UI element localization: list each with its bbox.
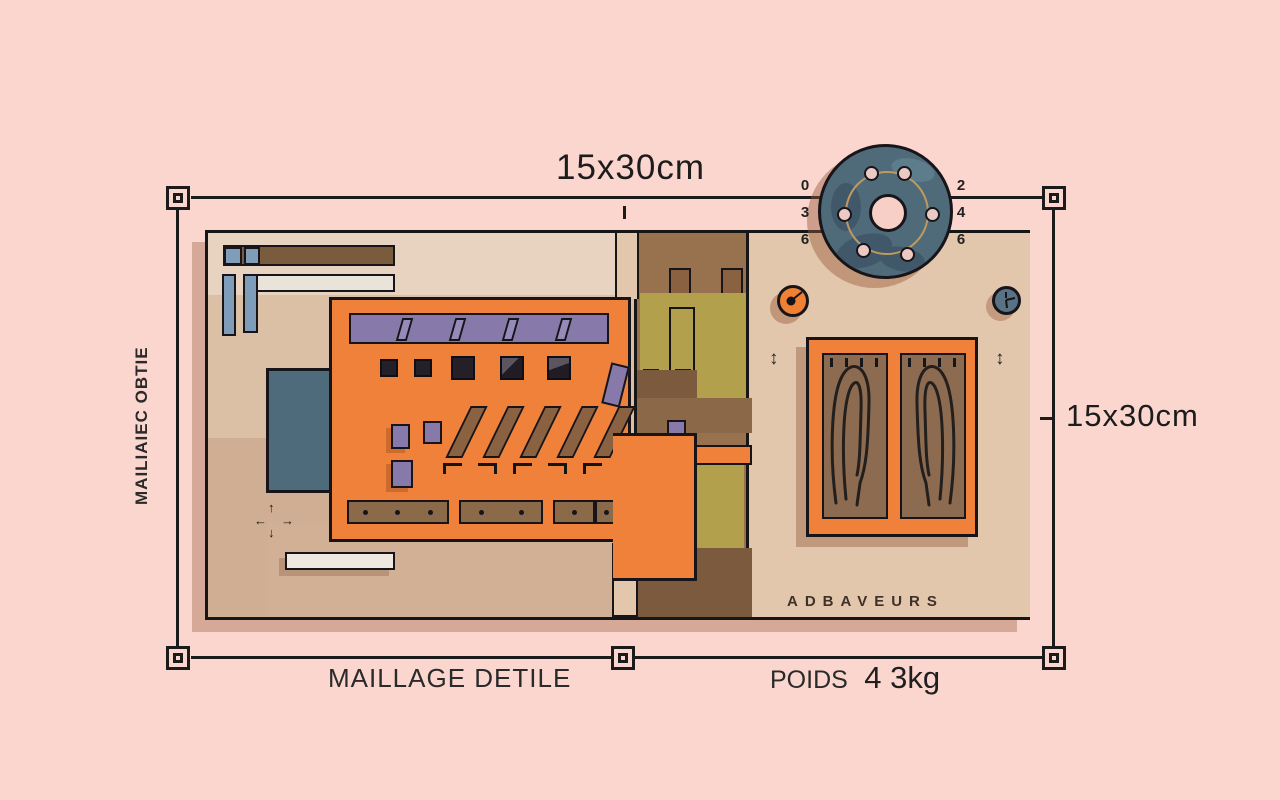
board: ADBAVEURS ↕ ↕ [205, 230, 1030, 620]
orange-plate [329, 297, 636, 542]
board-right-section: ADBAVEURS ↕ ↕ [749, 233, 1030, 617]
flange-center-hole [869, 194, 907, 232]
terminal-bar [459, 500, 543, 524]
hatch-mark [519, 406, 562, 458]
corner-marker-top-right [1042, 186, 1066, 210]
coil-panel-left [822, 353, 888, 519]
column-brown-band [637, 398, 752, 433]
dim-arrow-mark-right: ↕ [995, 348, 1005, 369]
blue-post-2 [243, 274, 258, 333]
knob-pointer-icon [786, 291, 803, 306]
bracket-mark [478, 463, 497, 474]
tab-top [615, 233, 639, 299]
purple-bar-slash [395, 318, 414, 341]
corner-marker-bottom-left [166, 646, 190, 670]
scale-number: 4 [956, 204, 966, 221]
flange-bolt-hole [864, 166, 879, 181]
slanted-purple-chip [601, 362, 630, 408]
weight-value: 4 3kg [864, 660, 941, 695]
bracket-mark [548, 463, 567, 474]
flange-bolt-hole [897, 166, 912, 181]
board-stamp-text: ADBAVEURS [787, 593, 944, 610]
corner-marker-top-left [166, 186, 190, 210]
top-dimension-label: 15x30cm [556, 148, 706, 187]
bracket-mark [583, 463, 602, 474]
hatch-mark [556, 406, 599, 458]
left-vertical-label: MAILIAIEC OBTIE [132, 346, 151, 505]
black-pad [380, 359, 398, 377]
orange-plate-extension [613, 433, 697, 581]
flange-scale-right: 2 4 6 [953, 172, 969, 253]
purple-bar [349, 313, 609, 344]
hatch-mark [482, 406, 525, 458]
scale-number: 6 [956, 231, 966, 248]
cross-left-arrow-icon: ← [254, 513, 267, 528]
flange-bolt-hole [856, 243, 871, 258]
blue-chip-2 [244, 247, 260, 265]
column-orange-band [695, 445, 752, 465]
registration-cross: ↑ ↓ ← → [254, 500, 294, 540]
corner-marker-bottom-right [1042, 646, 1066, 670]
purple-bar-slash [501, 318, 520, 341]
bottom-left-label: MAILLAGE DETILE [328, 663, 572, 693]
flange-illustration [818, 144, 953, 279]
black-pad [414, 359, 432, 377]
coil-ticks [830, 358, 880, 367]
flange-bolt-hole [900, 247, 915, 262]
dim-line-right [1052, 209, 1055, 647]
cross-up-arrow-icon: ↑ [268, 500, 275, 515]
terminal-bar [553, 500, 595, 524]
black-pad [451, 356, 475, 380]
purple-chip [391, 460, 413, 488]
dim-tick-right [1040, 417, 1054, 420]
weight-label: POIDS [770, 666, 848, 694]
weight-label-group: POIDS 4 3kg [770, 660, 940, 696]
coil-frame [806, 337, 978, 537]
scale-number: 6 [800, 231, 810, 248]
flange-bolt-hole [925, 207, 940, 222]
terminal-bar [347, 500, 449, 524]
black-pad-shaded [547, 356, 571, 380]
coil-ticks [908, 358, 958, 367]
dim-tick-top [623, 206, 626, 219]
coil-winding-icon [915, 365, 956, 507]
purple-chip [391, 424, 410, 449]
dim-line-top [191, 196, 1042, 199]
dim-arrow-mark-left: ↕ [769, 348, 779, 369]
scale-number: 0 [800, 177, 810, 194]
purple-bar-slash [554, 318, 573, 341]
blue-chip-1 [224, 247, 242, 265]
white-bar-bottom [285, 552, 395, 570]
purple-bar-slash [448, 318, 467, 341]
hatch-mark [445, 406, 488, 458]
right-dimension-label: 15x30cm [1066, 398, 1199, 433]
olive-outline-channel [669, 307, 695, 399]
scale-number: 3 [800, 204, 810, 221]
cross-right-arrow-icon: → [281, 513, 294, 528]
knob-dial [777, 285, 809, 317]
screw-slot-icon [1005, 292, 1016, 309]
flange-scale-left: 0 3 6 [797, 172, 813, 253]
purple-chip [423, 421, 442, 444]
flange-bolt-hole [837, 207, 852, 222]
screw-head [992, 286, 1021, 315]
coil-panel-right [900, 353, 966, 519]
black-pad-shaded [500, 356, 524, 380]
blue-post-1 [222, 274, 236, 336]
bracket-mark [443, 463, 462, 474]
dim-line-left [176, 209, 179, 647]
bracket-mark [513, 463, 532, 474]
white-rail [255, 274, 395, 292]
column-dark-block [637, 370, 697, 403]
corner-marker-bottom-mid [611, 646, 635, 670]
coil-winding-icon [830, 365, 871, 507]
cross-down-arrow-icon: ↓ [268, 525, 275, 540]
scale-number: 2 [956, 177, 966, 194]
